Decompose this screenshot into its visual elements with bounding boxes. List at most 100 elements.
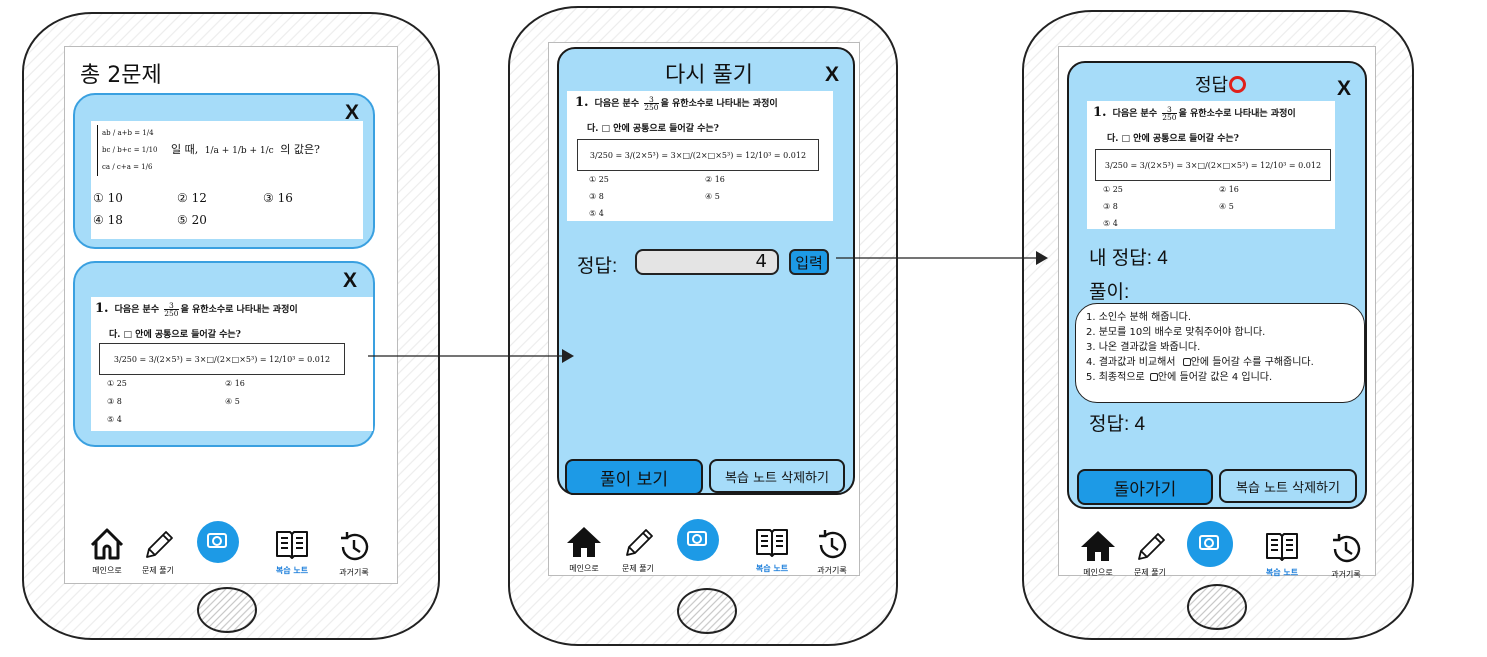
option[interactable]: ⑤ 4: [107, 415, 122, 424]
correct-circle-icon: [1229, 75, 1247, 93]
option[interactable]: ① 25: [107, 379, 127, 388]
nav-history[interactable]: 과거기록: [807, 527, 857, 576]
option[interactable]: ④ 18: [93, 213, 123, 227]
camera-icon: [1199, 535, 1219, 550]
answer-label: 정답:: [577, 256, 618, 277]
equation-box: 3/250 = 3/(2×5³) = 3×□/(2×□×5³) = 12/10³…: [577, 139, 819, 171]
system-line-3: ca / c+a = 1/6: [102, 163, 153, 171]
history-icon: [819, 530, 847, 559]
my-answer: 내 정답: 4: [1089, 248, 1168, 269]
nav-history[interactable]: 과거기록: [329, 529, 379, 578]
camera-icon: [687, 531, 707, 546]
back-button[interactable]: 돌아가기: [1077, 469, 1213, 505]
blank-square-icon: [1182, 358, 1191, 366]
equation-box: 3/250 = 3/(2×5³) = 3×□/(2×□×5³) = 12/10³…: [1095, 149, 1331, 181]
submit-answer-button[interactable]: 입력: [789, 249, 829, 275]
option[interactable]: ④ 5: [1219, 202, 1234, 211]
solution-step-2: 2. 분모를 10의 배수로 맞춰주어야 합니다.: [1086, 327, 1266, 338]
pencil-icon: [626, 529, 653, 556]
nav-review[interactable]: 복습 노트: [1255, 527, 1309, 578]
equation-system: ab / a+b = 1/4 bc / b+c = 1/10 ca / c+a …: [97, 125, 158, 176]
correct-answer: 정답: 4: [1089, 414, 1146, 435]
retry-title: 다시 풀기: [665, 63, 753, 88]
camera-button[interactable]: [197, 521, 239, 563]
delete-review-note-button[interactable]: 복습 노트 삭제하기: [1219, 469, 1357, 503]
bottom-nav: 메인으로 문제 풀기 복습 노트 과거기록: [65, 519, 399, 579]
question-line-2: 다. □ 안에 공통으로 들어갈 수는?: [109, 330, 241, 340]
nav-home[interactable]: 메인으로: [1073, 527, 1123, 578]
view-solution-button[interactable]: 풀이 보기: [565, 459, 703, 495]
option[interactable]: ⑤ 20: [177, 213, 207, 227]
nav-problems[interactable]: 문제 풀기: [613, 523, 663, 574]
nav-history[interactable]: 과거기록: [1321, 531, 1371, 580]
blank-square-icon: [1149, 373, 1158, 381]
question-line-2: 다. □ 안에 공통으로 들어갈 수는?: [587, 124, 719, 134]
option[interactable]: ④ 5: [225, 397, 240, 406]
option[interactable]: ③ 16: [263, 191, 293, 205]
solution-step-1: 1. 소인수 분해 해줍니다.: [1086, 312, 1192, 323]
nav-review[interactable]: 복습 노트: [745, 523, 799, 574]
nav-problems[interactable]: 문제 풀기: [133, 525, 183, 576]
nav-home[interactable]: 메인으로: [559, 523, 609, 574]
close-icon[interactable]: X: [343, 269, 358, 292]
option[interactable]: ④ 5: [705, 192, 720, 201]
option[interactable]: ① 10: [93, 191, 123, 205]
option[interactable]: ⑤ 4: [1103, 219, 1118, 228]
bottom-nav: 메인으로 문제 풀기 복습 노트 과거기록: [549, 517, 861, 577]
nav-problems[interactable]: 문제 풀기: [1125, 527, 1175, 578]
home-hardware-button-1[interactable]: [197, 587, 257, 633]
home-icon: [1081, 531, 1115, 561]
history-icon: [341, 532, 369, 561]
camera-button[interactable]: [677, 519, 719, 561]
close-icon[interactable]: X: [1337, 77, 1352, 100]
book-icon: [756, 529, 788, 557]
option[interactable]: ① 25: [589, 175, 609, 184]
option[interactable]: ⑤ 4: [589, 209, 604, 218]
system-line-2: bc / b+c = 1/10: [102, 146, 158, 154]
home-hardware-button-2[interactable]: [677, 588, 737, 634]
option[interactable]: ② 16: [1219, 185, 1239, 194]
delete-review-note-button[interactable]: 복습 노트 삭제하기: [709, 459, 845, 493]
question-line-2: 다. □ 안에 공통으로 들어갈 수는?: [1107, 134, 1239, 144]
problem-1-content: ab / a+b = 1/4 bc / b+c = 1/10 ca / c+a …: [91, 121, 363, 239]
option[interactable]: ③ 8: [589, 192, 604, 201]
option[interactable]: ③ 8: [107, 397, 122, 406]
problem-card-1[interactable]: X ab / a+b = 1/4 bc / b+c = 1/10 ca / c+…: [73, 93, 375, 249]
pencil-icon: [1138, 533, 1165, 560]
camera-icon: [207, 533, 227, 548]
home-hardware-button-3[interactable]: [1187, 584, 1247, 630]
book-icon: [1266, 533, 1298, 561]
close-icon[interactable]: X: [825, 63, 840, 86]
option[interactable]: ① 25: [1103, 185, 1123, 194]
solution-box: 1. 소인수 분해 해줍니다. 2. 분모를 10의 배수로 맞춰주어야 합니다…: [1075, 303, 1365, 403]
nav-home[interactable]: 메인으로: [83, 525, 131, 576]
close-icon[interactable]: X: [345, 101, 360, 124]
solution-step-5: 5. 최종적으로 안에 들어갈 값은 4 입니다.: [1086, 372, 1273, 383]
nav-review[interactable]: 복습 노트: [265, 525, 319, 576]
problem-count-title: 총 2문제: [80, 63, 162, 88]
option[interactable]: ③ 8: [1103, 202, 1118, 211]
pencil-icon: [146, 531, 173, 558]
option[interactable]: ② 12: [177, 191, 207, 205]
answer-title: 정답: [1195, 71, 1247, 97]
system-line-1: ab / a+b = 1/4: [102, 129, 154, 137]
history-icon: [1333, 534, 1361, 563]
equation-box: 3/250 = 3/(2×5³) = 3×□/(2×□×5³) = 12/10³…: [99, 343, 345, 375]
bottom-nav: 메인으로 문제 풀기 복습 노트 과거기록: [1059, 519, 1377, 579]
option[interactable]: ② 16: [225, 379, 245, 388]
answer-input[interactable]: 4: [635, 249, 779, 275]
solution-step-3: 3. 나온 결과값을 봐줍니다.: [1086, 342, 1201, 353]
option[interactable]: ② 16: [705, 175, 725, 184]
home-icon: [567, 527, 601, 557]
camera-button[interactable]: [1187, 521, 1233, 567]
problem-1-question: 일 때, 1/a + 1/b + 1/c 의 값은?: [171, 143, 320, 156]
screen-1: 총 2문제 X ab / a+b = 1/4 bc / b+c = 1/10 c…: [64, 46, 398, 584]
